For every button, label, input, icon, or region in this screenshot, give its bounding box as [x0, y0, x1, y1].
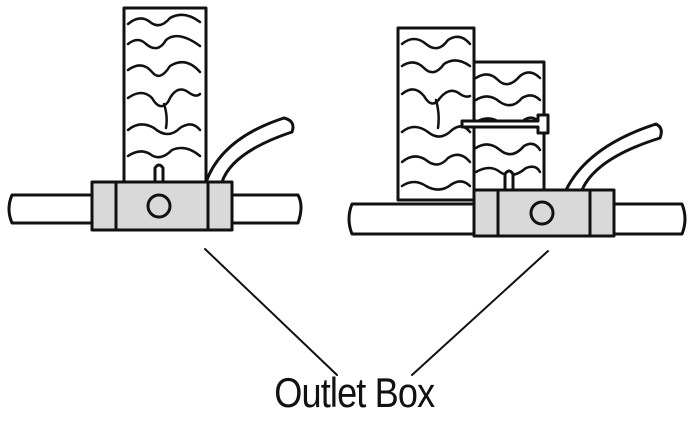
right-cable	[564, 122, 663, 192]
left-assembly	[7, 6, 303, 232]
left-cable	[204, 116, 295, 184]
right-horizontal-nail	[460, 113, 550, 135]
right-block-grain	[474, 71, 542, 177]
right-callout-line	[411, 250, 549, 376]
left-stud-grain	[126, 13, 202, 159]
left-nail	[153, 163, 165, 184]
right-assembly	[347, 26, 687, 238]
left-knockout	[146, 193, 172, 219]
right-nail	[503, 169, 515, 192]
right-knockout	[529, 200, 555, 226]
left-callout-line	[204, 248, 338, 376]
right-stud	[396, 26, 476, 202]
caption-outlet-box: Outlet Box	[274, 369, 435, 416]
